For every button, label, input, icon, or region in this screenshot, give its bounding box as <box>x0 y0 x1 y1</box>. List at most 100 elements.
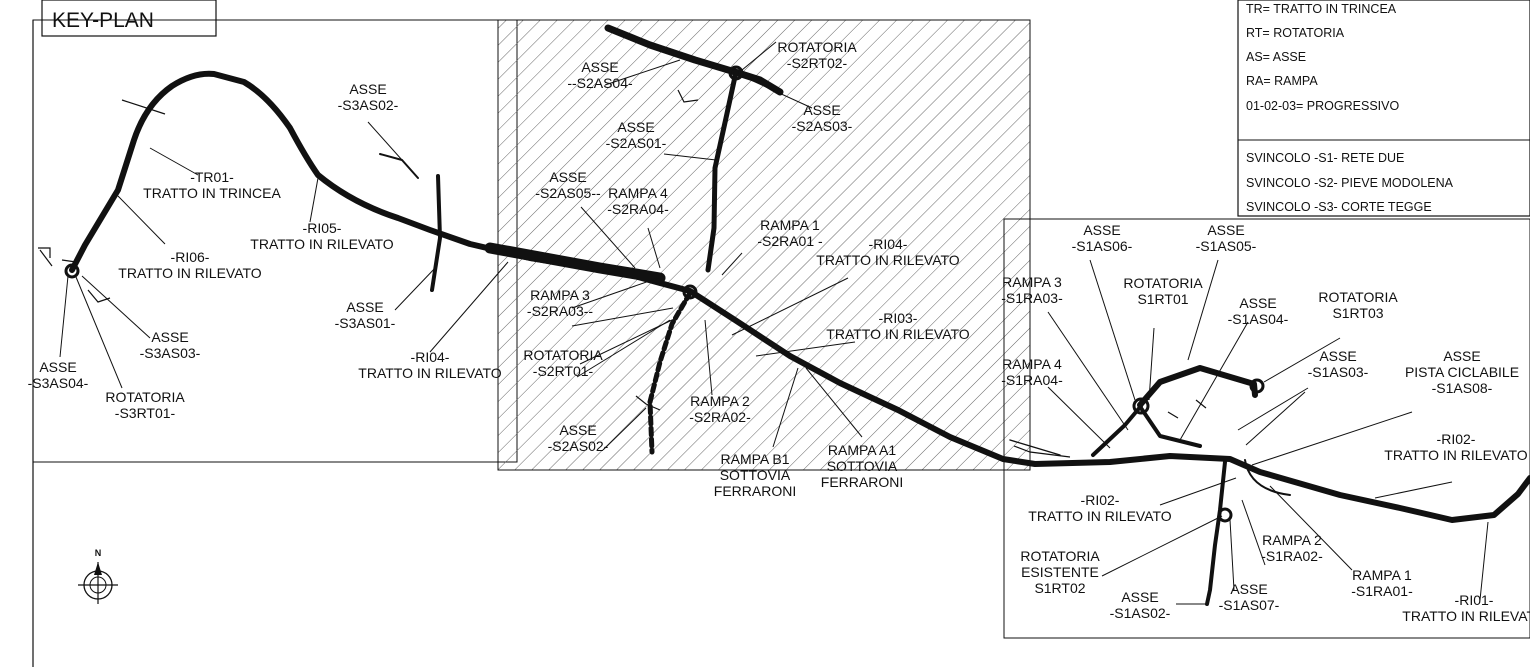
label-s2as05-line-1: ASSE <box>549 169 586 185</box>
label-ri01-line-2: TRATTO IN RILEVATO <box>1402 608 1530 624</box>
zone-s1-box <box>1003 218 1530 639</box>
north-arrow-icon: N <box>78 548 118 604</box>
axis-s2as02 <box>647 290 693 455</box>
label-s2as05-line-2: -S2AS05-- <box>535 185 601 201</box>
legend-text: TR= TRATTO IN TRINCEA RT= ROTATORIA AS= … <box>1246 2 1454 214</box>
label-ri05-line-2: TRATTO IN RILEVATO <box>250 236 394 252</box>
label-s2ra02: RAMPA 2-S2RA02- <box>689 393 751 425</box>
roundabout-s1rt01 <box>1132 397 1150 415</box>
label-s2rt02-line-1: ROTATORIA <box>777 39 857 55</box>
legend-abbr-4: RA= RAMPA <box>1246 74 1318 88</box>
axis-s1as06 <box>1009 439 1061 456</box>
label-ri04-left-line-2: TRATTO IN RILEVATO <box>358 365 502 381</box>
label-ri05-line-1: -RI05- <box>303 220 342 236</box>
label-ri02-bottom-line-2: TRATTO IN RILEVATO <box>1028 508 1172 524</box>
ramp-s1ra04 <box>1139 406 1202 448</box>
label-tr01-line-1: -TR01- <box>190 169 234 185</box>
label-s1ra03: RAMPA 3-S1RA03- <box>1001 274 1063 306</box>
label-s1as02: ASSE-S1AS02- <box>1110 589 1171 621</box>
label-tr01: -TR01-TRATTO IN TRINCEA <box>143 169 281 201</box>
label-s3as03: ASSE-S3AS03- <box>140 329 201 361</box>
label-ri03: -RI03-TRATTO IN RILEVATO <box>826 310 970 342</box>
label-ri06-line-2: TRATTO IN RILEVATO <box>118 265 262 281</box>
label-ri01-line-1: -RI01- <box>1455 592 1494 608</box>
label-s1as08-line-3: -S1AS08- <box>1432 380 1493 396</box>
label-s1rt03-line-1: ROTATORIA <box>1318 289 1398 305</box>
label-s1rt03-line-2: S1RT03 <box>1332 305 1383 321</box>
label-s1as03-line-1: ASSE <box>1319 348 1356 364</box>
main-road-alignment <box>69 70 1530 523</box>
axis-s1as07 <box>1205 460 1227 606</box>
leader-lines <box>59 41 1489 605</box>
label-s2as01-line-2: -S2AS01- <box>606 135 667 151</box>
label-s2ra02-line-1: RAMPA 2 <box>690 393 750 409</box>
label-s2rt01: ROTATORIA-S2RT01- <box>523 347 603 379</box>
label-ra1-line-1: RAMPA A1 <box>828 442 896 458</box>
label-s2as03-line-2: -S2AS03- <box>792 118 853 134</box>
label-ri02-right-line-1: -RI02- <box>1437 431 1476 447</box>
axis-s2as01 <box>705 69 739 273</box>
label-rb1-line-1: RAMPA B1 <box>721 451 790 467</box>
label-ri03-line-2: TRATTO IN RILEVATO <box>826 326 970 342</box>
label-s2rt01-line-1: ROTATORIA <box>523 347 603 363</box>
label-s2as03-line-1: ASSE <box>803 102 840 118</box>
label-s2ra03-line-2: -S2RA03-- <box>527 303 593 319</box>
label-s3rt01-line-2: -S3RT01- <box>115 405 176 421</box>
label-ri02-bottom-line-1: -RI02- <box>1081 492 1120 508</box>
label-s2as05: ASSE-S2AS05-- <box>535 169 601 201</box>
legend-junction-1: SVINCOLO -S1- RETE DUE <box>1246 151 1404 165</box>
roundabout-s3rt01 <box>64 263 80 279</box>
label-s1as08-line-2: PISTA CICLABILE <box>1405 364 1519 380</box>
label-s1as04-line-2: -S1AS04- <box>1228 311 1289 327</box>
label-ri04-left-line-1: -RI04- <box>411 349 450 365</box>
label-s2ra04: RAMPA 4-S2RA04- <box>607 185 669 217</box>
label-ri02-bottom: -RI02-TRATTO IN RILEVATO <box>1028 492 1172 524</box>
label-s1as03-line-2: -S1AS03- <box>1308 364 1369 380</box>
label-s1as05-line-2: -S1AS05- <box>1196 238 1257 254</box>
label-s2as04-line-1: ASSE <box>581 59 618 75</box>
axis-s3as01 <box>430 174 442 292</box>
label-s1rt02-line-1: ROTATORIA <box>1020 548 1100 564</box>
label-ra1-line-3: FERRARONI <box>821 474 903 490</box>
label-s3as04: ASSE-S3AS04- <box>28 359 89 391</box>
label-ri04-mid-line-2: TRATTO IN RILEVATO <box>816 252 960 268</box>
label-s2ra01: RAMPA 1-S2RA01 - <box>757 217 823 249</box>
label-s2as01-line-1: ASSE <box>617 119 654 135</box>
legend-abbr-2: RT= ROTATORIA <box>1246 26 1345 40</box>
label-s3as03-line-1: ASSE <box>151 329 188 345</box>
label-s1ra02-line-2: -S1RA02- <box>1261 548 1323 564</box>
label-s1ra01-line-2: -S1RA01- <box>1351 583 1413 599</box>
label-s1as02-line-2: -S1AS02- <box>1110 605 1171 621</box>
label-s1as05: ASSE-S1AS05- <box>1196 222 1257 254</box>
legend-junction-3: SVINCOLO -S3- CORTE TEGGE <box>1246 200 1432 214</box>
label-s1as02-line-1: ASSE <box>1121 589 1158 605</box>
roundabout-s2rt02 <box>728 65 744 81</box>
label-s3as02-line-2: -S3AS02- <box>338 97 399 113</box>
label-s1as07: ASSE-S1AS07- <box>1219 581 1280 613</box>
label-s1as06-line-2: -S1AS06- <box>1072 238 1133 254</box>
label-s1ra02-line-1: RAMPA 2 <box>1262 532 1322 548</box>
label-s1ra02: RAMPA 2-S1RA02- <box>1261 532 1323 564</box>
roundabout-s1rt02 <box>1217 507 1233 523</box>
label-s1as06: ASSE-S1AS06- <box>1072 222 1133 254</box>
diagram-labels: -TR01-TRATTO IN TRINCEA-RI06-TRATTO IN R… <box>28 39 1530 624</box>
axis-s1as04 <box>1137 365 1258 408</box>
label-s2as04-line-2: --S2AS04- <box>567 75 633 91</box>
label-ra1-line-2: SOTTOVIA <box>827 458 898 474</box>
label-ri02-right: -RI02-TRATTO IN RILEVATO <box>1384 431 1528 463</box>
label-s1as06-line-1: ASSE <box>1083 222 1120 238</box>
label-s3as01: ASSE-S3AS01- <box>335 299 396 331</box>
label-s2ra02-line-2: -S2RA02- <box>689 409 751 425</box>
label-rb1-line-3: FERRARONI <box>714 483 796 499</box>
label-s1ra01-line-1: RAMPA 1 <box>1352 567 1412 583</box>
label-ri06-line-1: -RI06- <box>171 249 210 265</box>
label-ri04-left: -RI04-TRATTO IN RILEVATO <box>358 349 502 381</box>
label-s1as07-line-1: ASSE <box>1230 581 1267 597</box>
label-ri02-right-line-2: TRATTO IN RILEVATO <box>1384 447 1528 463</box>
label-s2as03: ASSE-S2AS03- <box>792 102 853 134</box>
